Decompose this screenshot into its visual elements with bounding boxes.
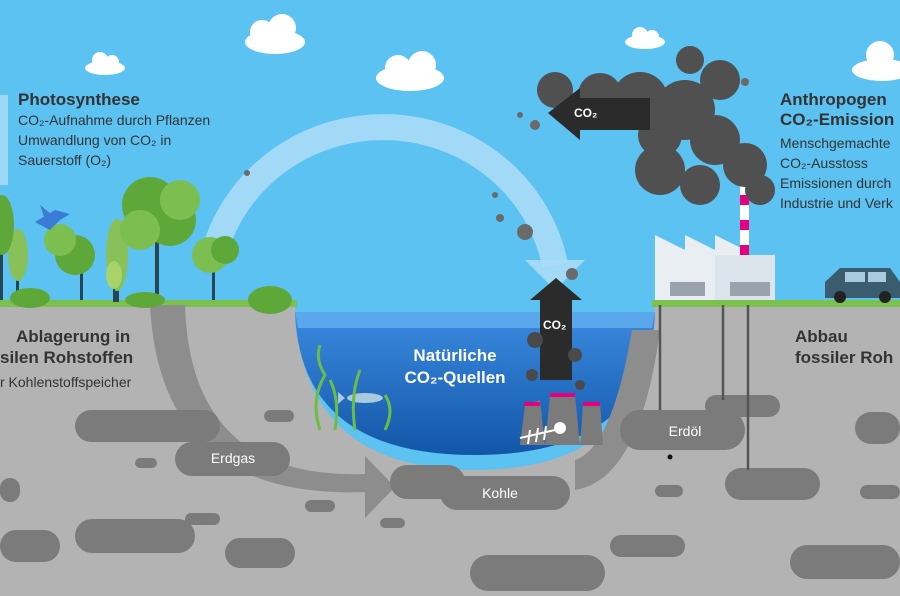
car bbox=[825, 268, 900, 303]
ablagerung-title-2: silen Rohstoffen bbox=[0, 348, 134, 367]
anthropogen-title-2: CO₂-Emission bbox=[780, 110, 895, 129]
underwater-vents bbox=[520, 393, 603, 445]
bushes bbox=[10, 286, 292, 314]
fish bbox=[338, 392, 383, 404]
tree bbox=[120, 177, 200, 302]
anthropogen-line-4: Industrie und Verk bbox=[780, 195, 893, 211]
tree bbox=[0, 195, 14, 300]
smoke-puffs bbox=[244, 78, 749, 280]
bird bbox=[35, 205, 70, 230]
erdoel-label: Erdöl bbox=[668, 423, 702, 439]
ablagerung-line-1: r Kohlenstoffspeicher bbox=[0, 374, 132, 390]
fish-skeleton bbox=[519, 422, 566, 445]
kohle-label: Kohle bbox=[482, 485, 518, 501]
fossil-deposits bbox=[0, 395, 900, 591]
co2-arrow-smoke bbox=[548, 88, 650, 140]
natural-sources-line-2: CO₂-Quellen bbox=[404, 368, 506, 387]
natural-sources-label: Natürliche CO₂-Quellen bbox=[395, 345, 515, 389]
erdgas-label: Erdgas bbox=[210, 450, 256, 466]
photosynthese-line-1: CO₂-Aufnahme durch Pflanzen bbox=[18, 112, 211, 128]
clouds bbox=[85, 14, 900, 91]
tree bbox=[192, 236, 239, 300]
ground bbox=[0, 305, 900, 596]
cloud bbox=[852, 41, 900, 81]
anthropogen-line-2: CO₂-Ausstoss bbox=[780, 155, 868, 171]
cloud bbox=[376, 51, 444, 91]
drill-pipes bbox=[658, 305, 750, 470]
photosynthese-title: Photosynthese bbox=[18, 90, 140, 109]
anthropogen-title-1: Anthropogen bbox=[780, 90, 887, 109]
co2-water-label: CO₂ bbox=[543, 318, 567, 332]
water-surface bbox=[295, 312, 655, 328]
cloud bbox=[85, 52, 125, 75]
up-arrow-left bbox=[0, 95, 8, 185]
cloud bbox=[245, 14, 305, 54]
factory bbox=[655, 185, 775, 300]
seaweed bbox=[314, 344, 392, 431]
ablagerung-title-1: Ablagerung in bbox=[16, 327, 131, 346]
carbon-cycle-arc bbox=[202, 114, 585, 290]
photosynthese-line-3: Sauerstoff (O₂) bbox=[18, 152, 112, 168]
grass-right bbox=[652, 300, 900, 307]
tree bbox=[44, 224, 95, 300]
co2-arrow-water bbox=[526, 278, 585, 390]
co2-smoke-label: CO₂ bbox=[574, 106, 598, 120]
abbau-title-1: Abbau bbox=[795, 327, 848, 346]
trees bbox=[0, 177, 239, 302]
dot bbox=[667, 454, 673, 460]
abbau-title-2: fossiler Roh bbox=[795, 348, 894, 367]
tree bbox=[106, 261, 122, 302]
anthropogen-line-1: Menschgemachte bbox=[780, 135, 891, 151]
anthropogen-line-3: Emissionen durch bbox=[780, 175, 892, 191]
photosynthese-line-2: Umwandlung von CO₂ in bbox=[18, 132, 172, 148]
cloud bbox=[625, 27, 665, 49]
natural-sources-line-1: Natürliche bbox=[413, 346, 497, 365]
tree bbox=[8, 229, 28, 302]
